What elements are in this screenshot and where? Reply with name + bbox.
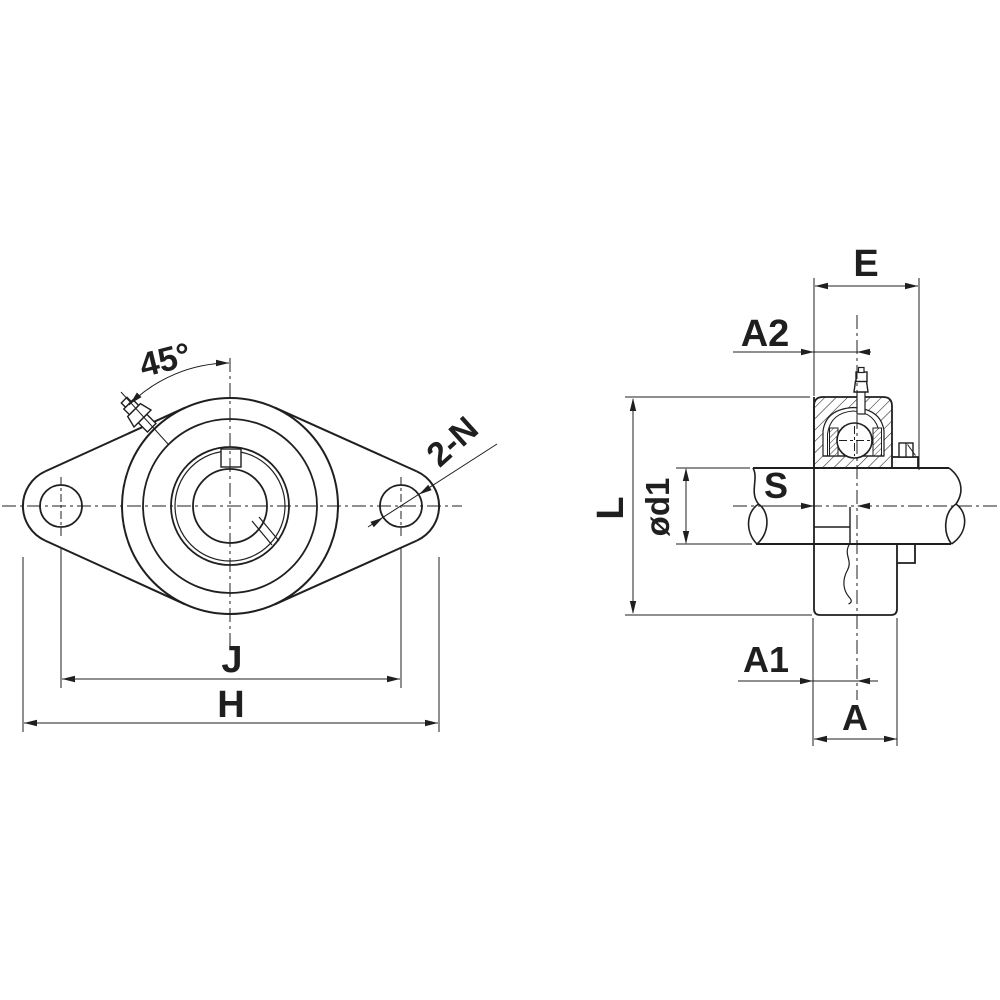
side-view: E A2 L ød1 S A1 A [590, 243, 997, 746]
front-view: 45° 2-N J H [2, 336, 498, 732]
front-dimensions [22, 548, 440, 732]
dim-label-a: A [842, 697, 868, 738]
angle-label: 45° [136, 336, 195, 385]
bearing-ball [836, 422, 873, 459]
flange-section [813, 397, 916, 616]
dim-label-d1: ød1 [639, 478, 676, 537]
grease-fitting-icon [120, 396, 157, 433]
dim-label-a2: A2 [741, 313, 790, 355]
seal-right [872, 427, 882, 457]
dim-d1 [676, 467, 752, 545]
setscrew-collar [892, 442, 919, 468]
dim-label-j: J [221, 639, 242, 681]
bolt-callout-leader [367, 443, 498, 528]
keyway-slot [220, 448, 242, 468]
dim-label-s: S [764, 465, 788, 506]
dim-label-e: E [853, 243, 878, 285]
dim-s [764, 502, 870, 510]
dim-a [812, 618, 898, 746]
dim-e [813, 278, 920, 470]
bolt-holes-label: 2-N [420, 409, 486, 474]
angle-dimension [120, 359, 230, 445]
setscrew-mark [251, 516, 280, 546]
dim-a1 [738, 677, 878, 685]
dim-label-a1: A1 [743, 639, 789, 680]
dim-label-h: H [217, 684, 244, 726]
front-centerlines [2, 358, 462, 646]
insert-outer-ring [827, 410, 880, 456]
dim-l [625, 396, 812, 616]
dim-label-l: L [590, 496, 632, 519]
dim-a2 [733, 348, 871, 356]
